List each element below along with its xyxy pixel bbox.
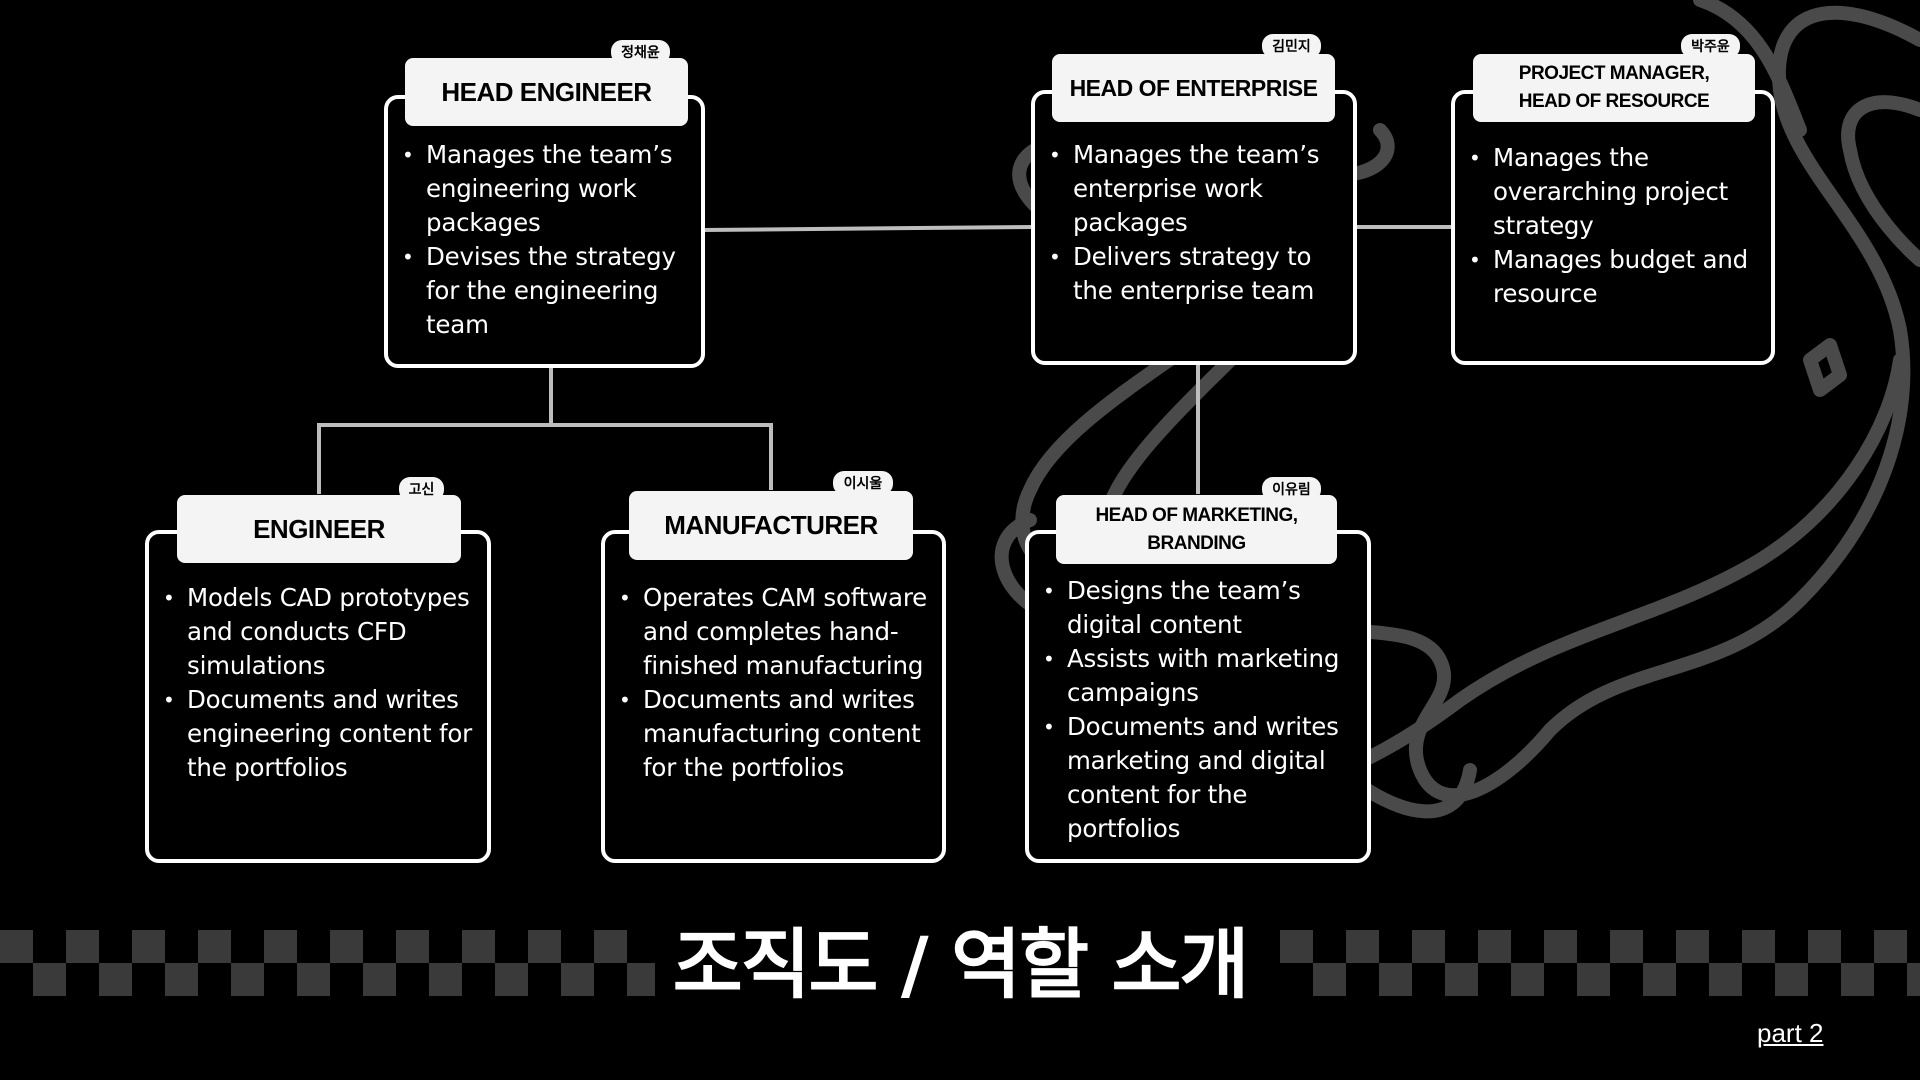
manufacturer-card: Operates CAM software and completes hand…	[601, 530, 946, 863]
checker-square	[1874, 930, 1907, 963]
head-engineer-name-tag: 정채윤	[611, 40, 670, 64]
page-title: 조직도 / 역할 소개	[672, 920, 1250, 1009]
checker-square	[1379, 963, 1412, 996]
duty-item: Documents and writes marketing and digit…	[1043, 710, 1355, 846]
checker-square	[66, 930, 99, 963]
project-manager-name-tag: 박주윤	[1681, 34, 1740, 58]
duty-item: Operates CAM software and completes hand…	[619, 581, 930, 683]
engineer-duties: Models CAD prototypes and conducts CFD s…	[163, 581, 475, 785]
checker-square	[231, 963, 264, 996]
engineer-title: ENGINEER	[177, 495, 461, 563]
head-marketing-duties: Designs the team’s digital content Assis…	[1043, 574, 1355, 846]
duty-item: Assists with marketing campaigns	[1043, 642, 1355, 710]
checker-square	[1346, 930, 1379, 963]
head-enterprise-title: HEAD OF ENTERPRISE	[1052, 54, 1335, 122]
project-manager-duties: Manages the overarching project strategy…	[1469, 141, 1759, 311]
duty-item: Devises the strategy for the engineering…	[402, 240, 689, 342]
head-enterprise-name-tag: 김민지	[1262, 34, 1321, 58]
duty-item: Models CAD prototypes and conducts CFD s…	[163, 581, 475, 683]
connector-engineer-manufacturer	[551, 423, 773, 490]
head-engineer-duties: Manages the team’s engineering work pack…	[402, 138, 689, 342]
duty-item: Manages the overarching project strategy	[1469, 141, 1759, 243]
duty-item: Manages budget and resource	[1469, 243, 1759, 311]
connector-engineer-children	[317, 368, 553, 494]
checker-square	[1412, 930, 1445, 963]
checker-square	[396, 930, 429, 963]
engineer-name-tag: 고신	[399, 477, 444, 501]
checker-square	[264, 930, 297, 963]
checker-square	[1643, 963, 1676, 996]
checker-square	[1676, 930, 1709, 963]
checker-square	[495, 963, 528, 996]
checker-square	[1445, 963, 1478, 996]
checker-square	[99, 963, 132, 996]
checker-square	[1841, 963, 1874, 996]
checker-square	[1478, 930, 1511, 963]
head-enterprise-duties: Manages the team’s enterprise work packa…	[1049, 138, 1341, 308]
checker-square	[1742, 930, 1775, 963]
checker-square	[363, 963, 396, 996]
manufacturer-duties: Operates CAM software and completes hand…	[619, 581, 930, 785]
duty-item: Manages the team’s engineering work pack…	[402, 138, 689, 240]
manufacturer-title: MANUFACTURER	[629, 491, 913, 560]
checker-square	[1544, 930, 1577, 963]
checker-square	[1280, 930, 1313, 963]
checker-square	[1709, 963, 1742, 996]
head-marketing-name-tag: 이유림	[1262, 477, 1321, 501]
checker-square	[1511, 963, 1544, 996]
checker-square	[1577, 963, 1610, 996]
duty-item: Manages the team’s enterprise work packa…	[1049, 138, 1341, 240]
project-manager-title: PROJECT MANAGER, HEAD OF RESOURCE	[1473, 54, 1755, 122]
checker-square	[528, 930, 561, 963]
engineer-card: Models CAD prototypes and conducts CFD s…	[145, 530, 491, 863]
checker-square	[1313, 963, 1346, 996]
duty-item: Delivers strategy to the enterprise team	[1049, 240, 1341, 308]
checker-square	[561, 963, 594, 996]
checker-square	[594, 930, 627, 963]
head-engineer-card: Manages the team’s engineering work pack…	[384, 95, 705, 368]
checker-square	[1775, 963, 1808, 996]
checker-square	[297, 963, 330, 996]
checker-square	[0, 930, 33, 963]
checker-square	[132, 930, 165, 963]
checker-square	[198, 930, 231, 963]
checker-square	[1808, 930, 1841, 963]
checker-square	[429, 963, 462, 996]
part-label[interactable]: part 2	[1757, 1018, 1824, 1048]
checkered-strip-right	[1280, 930, 1920, 996]
checker-square	[1907, 963, 1920, 996]
head-engineer-title: HEAD ENGINEER	[405, 58, 688, 126]
checker-square	[627, 963, 655, 996]
head-marketing-title: HEAD OF MARKETING, BRANDING	[1056, 495, 1337, 564]
checker-square	[165, 963, 198, 996]
duty-item: Documents and writes manufacturing conte…	[619, 683, 930, 785]
duty-item: Designs the team’s digital content	[1043, 574, 1355, 642]
head-enterprise-card: Manages the team’s enterprise work packa…	[1031, 90, 1357, 365]
duty-item: Documents and writes engineering content…	[163, 683, 475, 785]
head-marketing-card: Designs the team’s digital content Assis…	[1025, 530, 1371, 863]
checkered-strip-left	[0, 930, 655, 996]
checker-square	[33, 963, 66, 996]
connector-engineer-enterprise	[702, 225, 1034, 232]
checker-square	[330, 930, 363, 963]
manufacturer-name-tag: 이시울	[833, 471, 893, 495]
checker-square	[1610, 930, 1643, 963]
project-manager-card: Manages the overarching project strategy…	[1451, 90, 1775, 365]
checker-square	[462, 930, 495, 963]
